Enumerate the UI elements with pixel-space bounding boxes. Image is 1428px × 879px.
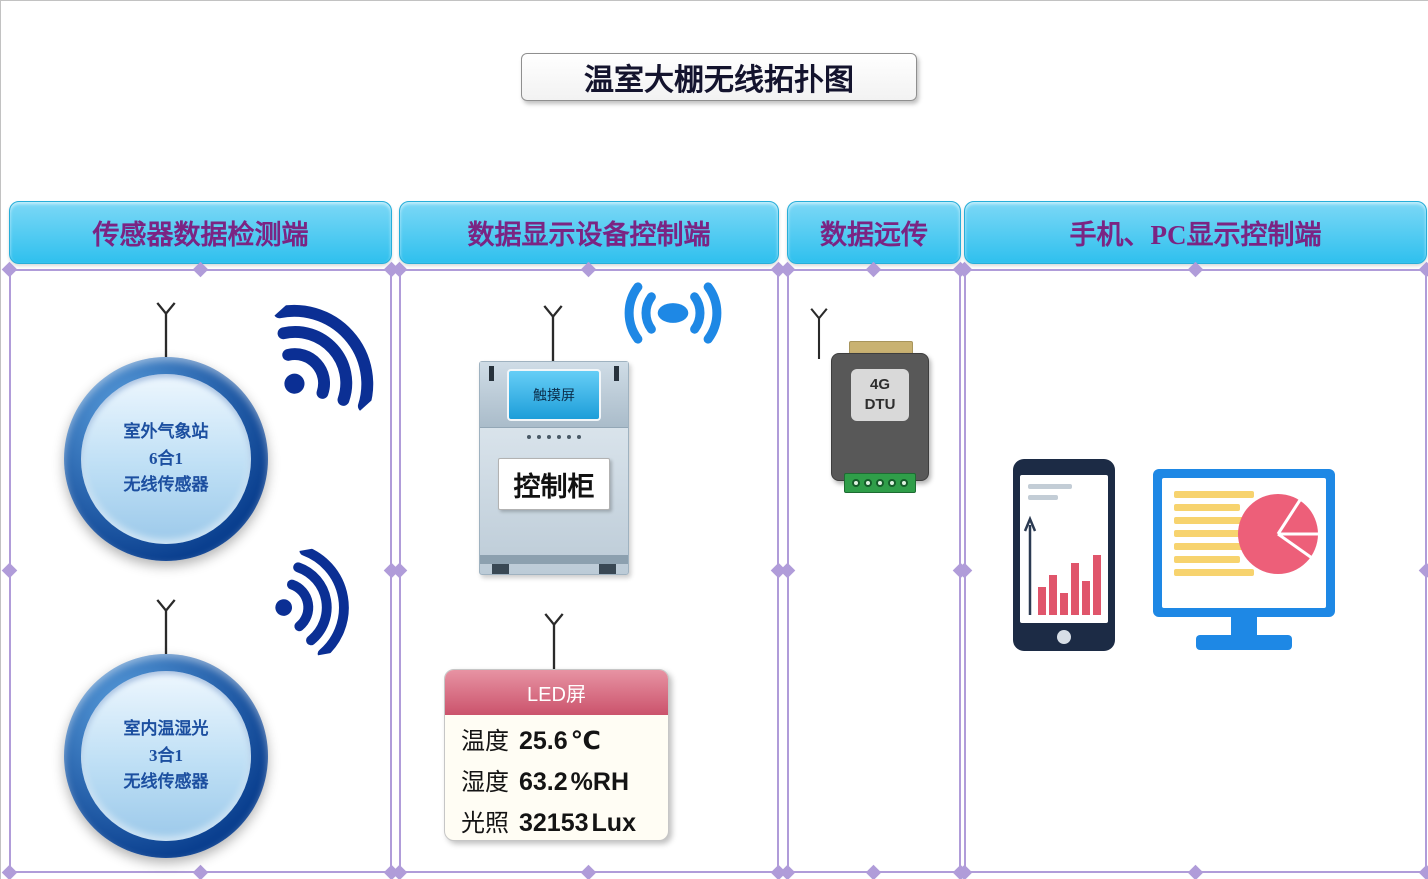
panel-display-control (391, 261, 787, 879)
frame-ornament (1, 562, 18, 579)
dtu-terminal-block (844, 473, 916, 493)
frame-ornament (1187, 261, 1203, 278)
indoor-thl-sensor: 室内温湿光 3合1 无线传感器 (64, 654, 268, 858)
cabinet-vent-dots (480, 428, 628, 439)
phone-screen (1020, 475, 1108, 623)
terminal-dot (852, 479, 860, 487)
cabinet-top-section: 触摸屏 (480, 362, 628, 428)
monitor-stand-base (1196, 635, 1292, 650)
frame-ornament (192, 864, 208, 879)
frame-ornament (779, 562, 796, 579)
frame-ornament (1418, 261, 1428, 278)
wifi-signal-icon (273, 304, 374, 413)
antenna-icon (544, 613, 564, 670)
cabinet-foot (599, 564, 616, 574)
cabinet-bottom-strip (480, 555, 628, 564)
sensor-face: 室外气象站 6合1 无线传感器 (81, 374, 251, 544)
phone-text-line (1028, 484, 1072, 489)
frame-ornament (580, 864, 597, 879)
terminal-dot (876, 479, 884, 487)
wifi-signal-icon (275, 545, 349, 659)
frame-ornament (865, 864, 882, 879)
pie-chart-icon (1238, 494, 1318, 574)
terminal-dot (864, 479, 872, 487)
monitor-text-lines (1174, 491, 1254, 576)
smartphone (1013, 459, 1115, 651)
frame-ornament (580, 261, 597, 278)
column-header-remote-transmission: 数据远传 (787, 201, 961, 264)
sensor-face: 室内温湿光 3合1 无线传感器 (81, 671, 251, 841)
column-header-phone-pc: 手机、PC显示控制端 (964, 201, 1427, 264)
monitor-stand-neck (1231, 617, 1257, 635)
antenna-icon (810, 308, 828, 359)
antenna-icon (156, 302, 176, 359)
frame-ornament (1187, 864, 1203, 879)
sensor-label: 室内温湿光 3合1 无线传感器 (123, 719, 209, 792)
touch-screen: 触摸屏 (507, 369, 601, 421)
terminal-dot (900, 479, 908, 487)
panel-sensors (1, 261, 400, 879)
outdoor-weather-sensor: 室外气象站 6合1 无线传感器 (64, 357, 268, 561)
cabinet-foot (492, 564, 509, 574)
control-cabinet: 触摸屏 控制柜 (479, 361, 629, 575)
sensor-label: 室外气象站 6合1 无线传感器 (123, 422, 209, 495)
cabinet-bolt (614, 366, 619, 381)
frame-ornament (865, 261, 882, 278)
phone-text-line (1028, 495, 1058, 500)
cabinet-bolt (489, 366, 494, 381)
frame-ornament (1, 261, 18, 278)
panel-phone-pc (956, 261, 1428, 879)
dtu-label: 4G DTU (851, 369, 909, 421)
antenna-icon (543, 305, 563, 362)
frame-ornament (779, 864, 796, 879)
broadcast-signal-icon (624, 282, 722, 344)
terminal-dot (888, 479, 896, 487)
frame-ornament (1, 864, 18, 879)
pc-monitor (1153, 469, 1335, 617)
cabinet-nameplate: 控制柜 (498, 458, 610, 510)
frame-ornament (1418, 562, 1428, 579)
phone-bar-chart-icon (1023, 515, 1101, 615)
led-panel-title: LED屏 (445, 670, 668, 715)
page-title: 温室大棚无线拓扑图 (521, 53, 917, 101)
monitor-screen (1162, 478, 1326, 608)
column-header-display-control: 数据显示设备控制端 (399, 201, 779, 264)
frame-ornament (192, 261, 208, 278)
frame-ornament (1418, 864, 1428, 879)
frame-ornament (779, 261, 796, 278)
phone-home-button (1057, 630, 1071, 644)
column-header-sensors: 传感器数据检测端 (9, 201, 392, 264)
antenna-icon (156, 599, 176, 656)
